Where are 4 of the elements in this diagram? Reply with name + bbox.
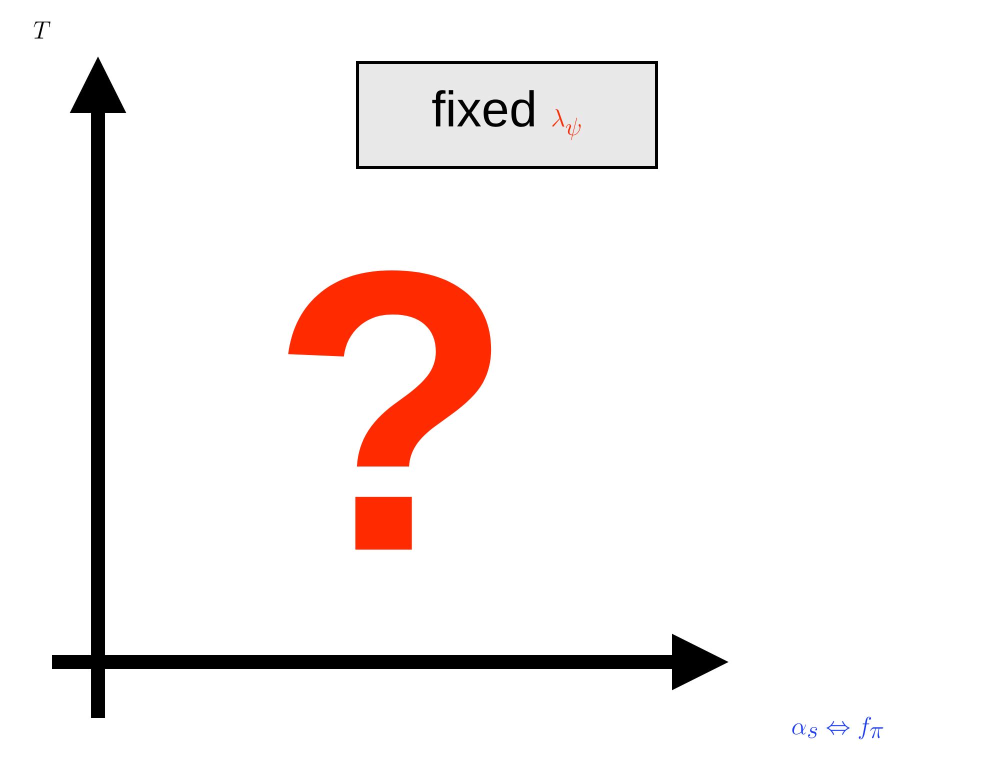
label-box: fixed $\lambda_\psi$ (356, 61, 658, 169)
axis-label: $\alpha_s \Leftrightarrow f_\pi$ (792, 716, 884, 740)
question-mark: ? (288, 270, 492, 550)
axis-label: $T$ (34, 22, 50, 38)
